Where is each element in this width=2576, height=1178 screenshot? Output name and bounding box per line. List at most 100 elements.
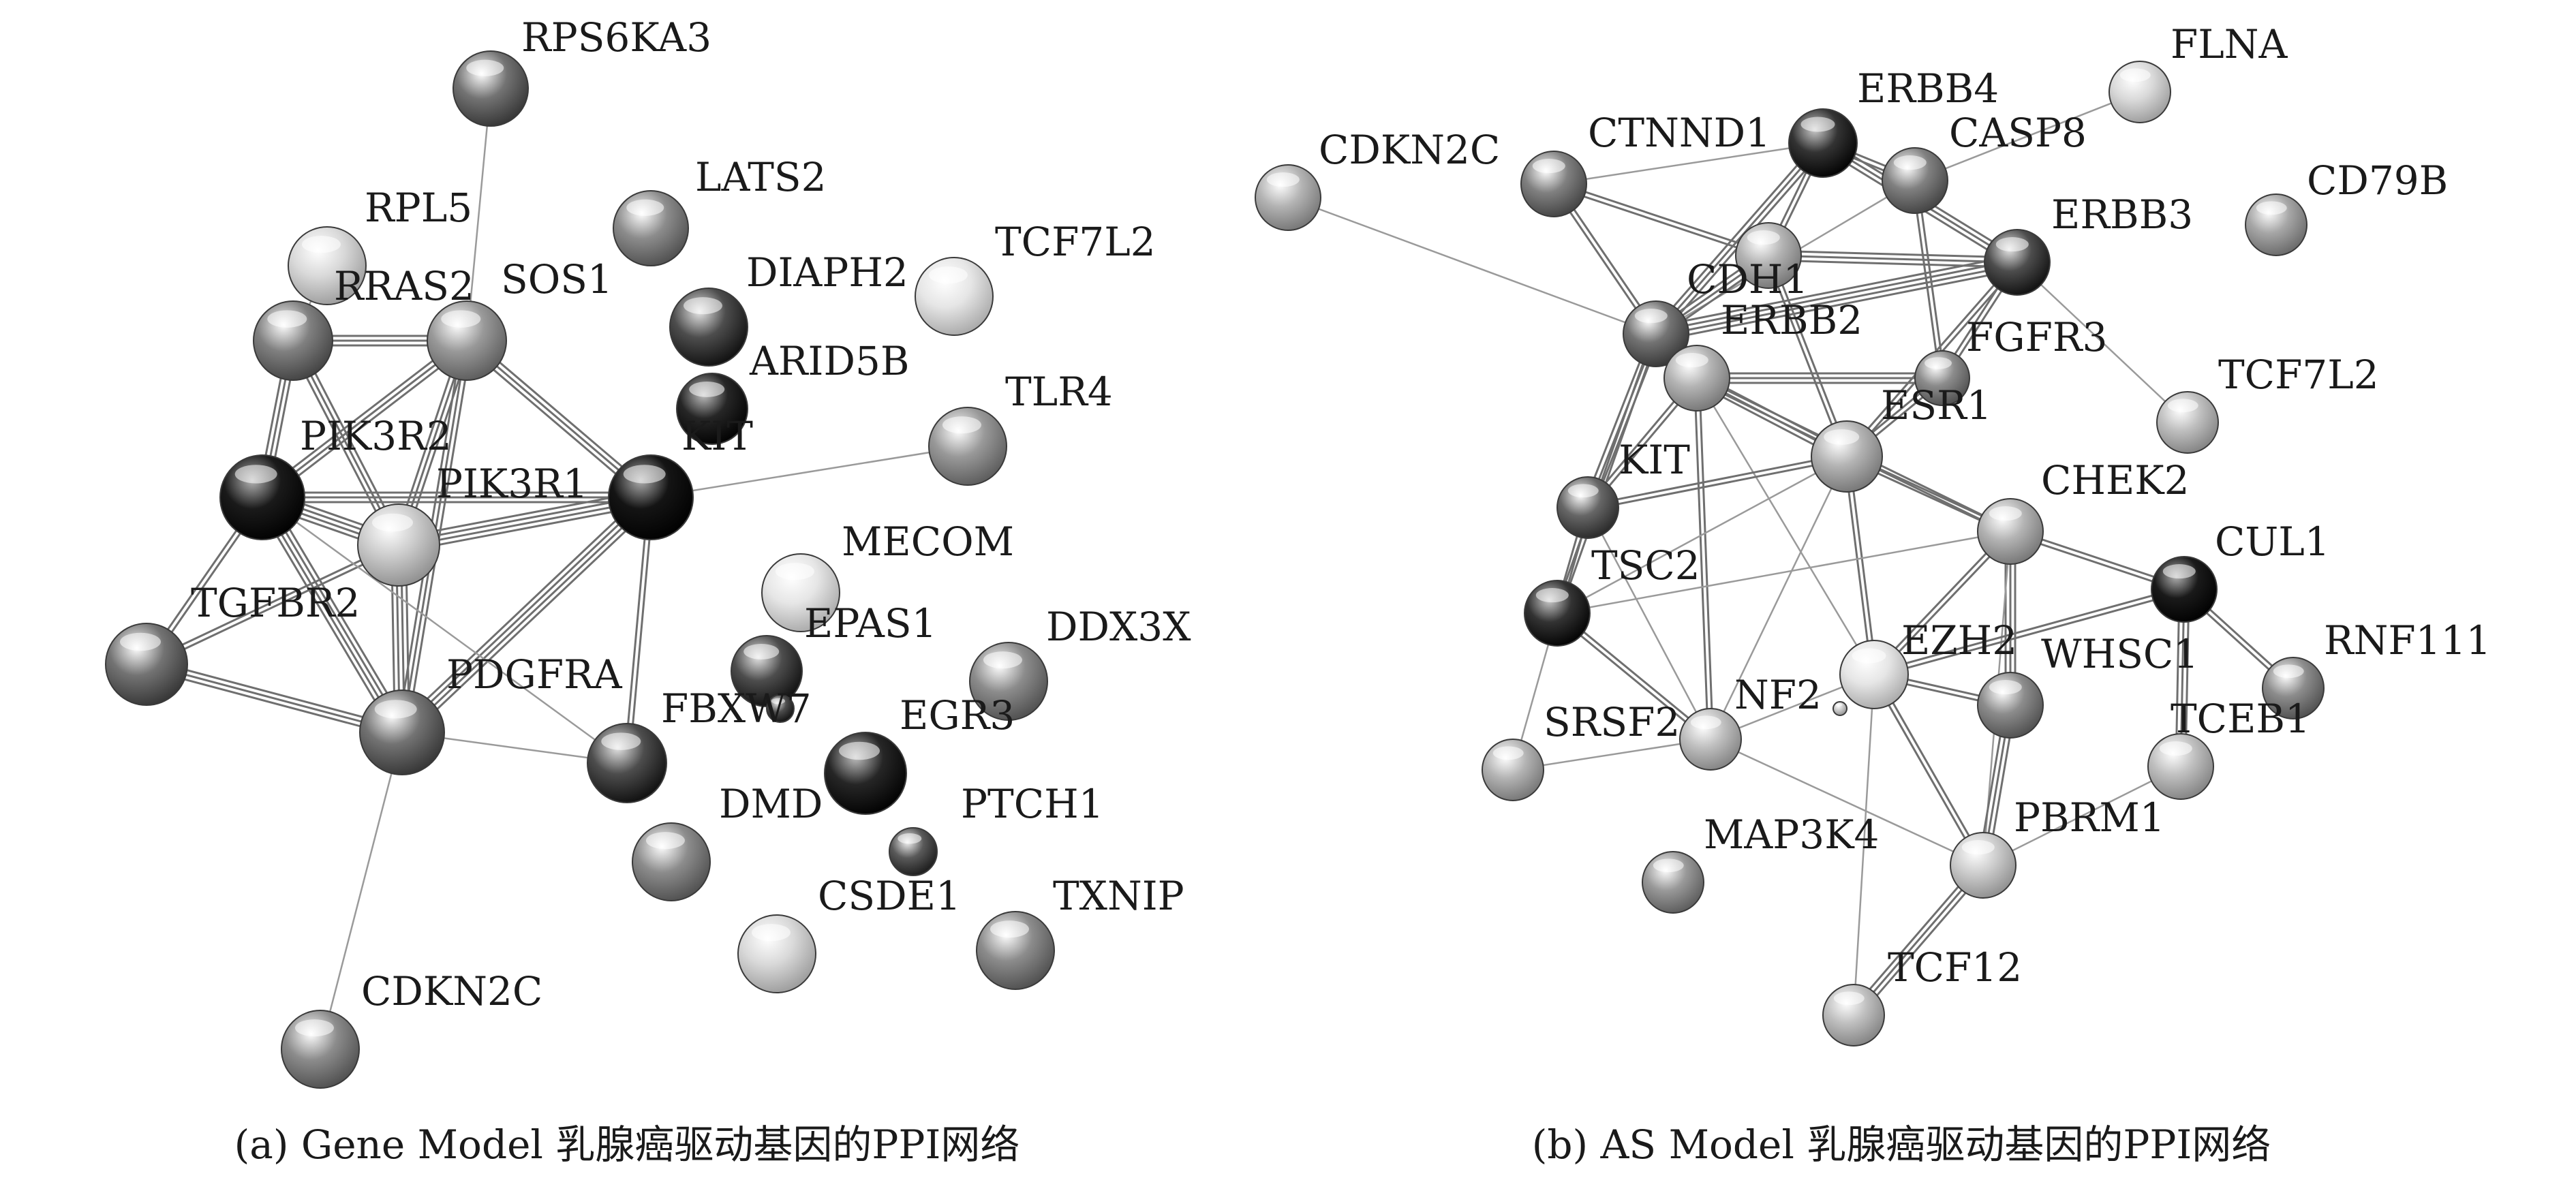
- node-highlight: [942, 416, 981, 434]
- edge-ERBB2b-NF2b: [1693, 377, 1710, 741]
- node-highlight: [2273, 664, 2304, 679]
- edge-TGFBR2-PDGFRA: [144, 668, 402, 739]
- node-label-FGFR3: FGFR3: [1966, 314, 2107, 360]
- node-label-EPAS1: EPAS1: [804, 600, 937, 647]
- edge-PDGFRA-CDKN2C: [319, 731, 403, 1051]
- node-highlight: [1835, 703, 1843, 707]
- node-highlight: [2162, 564, 2196, 579]
- node-highlight: [1852, 648, 1886, 664]
- edge-CDKN2C-ERBB2: [1287, 196, 1657, 335]
- node-label-CUL1: CUL1: [2215, 518, 2330, 565]
- edge-SOS1-PIK3R2: [261, 339, 468, 499]
- edge-KIT-PDGFRA: [402, 498, 654, 736]
- edge-EZH2-TCF12: [1852, 673, 1875, 1017]
- node-label-CDH1: CDH1: [1687, 256, 1808, 303]
- node-label-PIK3R2: PIK3R2: [300, 413, 452, 459]
- node-highlight: [983, 651, 1022, 669]
- node-label-EZH2: EZH2: [1901, 617, 2017, 664]
- node-highlight: [689, 381, 725, 397]
- node-label-KIT: KIT: [1619, 437, 1690, 483]
- node-label-ERBB2: ERBB2: [1721, 297, 1862, 343]
- node-highlight: [374, 700, 417, 719]
- edge-TGFBR2-PDGFRA: [145, 663, 403, 734]
- edge-ERBB3-ERBB2: [1653, 254, 2017, 328]
- edge-KIT-NF2b: [1586, 506, 1712, 741]
- node-highlight: [839, 741, 880, 760]
- edge-KIT-PDGFRA: [405, 501, 657, 739]
- edge-CHEK2-TSC2: [1556, 530, 2012, 615]
- node-highlight: [1893, 155, 1927, 170]
- edge-ERBB3-CDH1: [1767, 249, 2019, 259]
- node-label-KIT: KIT: [681, 413, 753, 459]
- edge-ERBB3-ERBB2: [1656, 268, 2020, 342]
- node-highlight: [2256, 201, 2287, 215]
- node-label-PBRM1: PBRM1: [2014, 794, 2165, 841]
- node-label-RNF111: RNF111: [2324, 617, 2491, 664]
- edge-NF2b-PBRM1: [1709, 738, 1984, 867]
- edge-ESR1-TSC2: [1556, 455, 1848, 615]
- edge-ERBB4-ERBB2: [1655, 142, 1824, 335]
- node-highlight: [120, 632, 161, 651]
- edge-NF2b-SRSF2: [1512, 738, 1712, 771]
- node-highlight: [1995, 237, 2029, 252]
- node-highlight: [623, 465, 666, 484]
- edge-CTNND1-CDH1: [1552, 185, 1769, 259]
- node-highlight: [601, 732, 641, 750]
- node-highlight: [1925, 357, 1952, 369]
- edge-ESR1-KIT: [1586, 453, 1847, 507]
- node-highlight: [1747, 230, 1780, 245]
- edge-PBRM1-TCEB1: [1982, 765, 2182, 867]
- node-label-MECOM: MECOM: [842, 518, 1014, 565]
- nodes-as-model: [1255, 61, 2325, 1047]
- node-label-TCF7L2: TCF7L2: [2218, 352, 2379, 398]
- node-highlight: [1989, 506, 2022, 521]
- node-label-TCF12: TCF12: [1888, 944, 2022, 991]
- edge-PIK3R2-PDGFRA: [267, 493, 410, 730]
- node-highlight: [1653, 858, 1684, 873]
- node-label-TGFBR2: TGFBR2: [191, 580, 360, 626]
- node-highlight: [1492, 746, 1524, 760]
- node-label-RPS6KA3: RPS6KA3: [521, 14, 711, 61]
- node-highlight: [2159, 741, 2192, 756]
- edge-CTNND1-ERBB4: [1552, 142, 1824, 185]
- node-label-PTCH1: PTCH1: [961, 781, 1104, 827]
- node-highlight: [1266, 172, 1300, 187]
- node-highlight: [372, 513, 413, 532]
- edge-PIK3R2-FBXW7b: [261, 496, 628, 764]
- edge-PIK3R1-TGFBR2: [144, 542, 399, 664]
- node-highlight: [928, 266, 968, 284]
- node-highlight: [1824, 429, 1860, 445]
- node-label-CDKN2C: CDKN2C: [1319, 127, 1500, 173]
- edge-PIK3R2-PDGFRA: [255, 499, 397, 737]
- node-label-DMD: DMD: [719, 781, 823, 827]
- node-label-DDX3X: DDX3X: [1046, 604, 1191, 650]
- node-highlight: [1535, 588, 1569, 603]
- edge-ERBB2-TSC2: [1554, 332, 1655, 614]
- node-highlight: [466, 59, 504, 76]
- node-highlight: [751, 924, 791, 942]
- node-label-FLNA: FLNA: [2171, 21, 2288, 67]
- edge-ERBB2b-EZH2: [1696, 377, 1875, 676]
- node-highlight: [1532, 159, 1565, 174]
- node-highlight: [1675, 353, 1708, 368]
- node-label-TLR4: TLR4: [1005, 369, 1113, 415]
- edge-KIT-PDGFRA: [399, 494, 651, 732]
- node-label-MAP3K4: MAP3K4: [1704, 811, 1879, 858]
- node-highlight: [626, 199, 664, 216]
- node-label-TSC2: TSC2: [1591, 542, 1700, 589]
- edge-CTNND1-CDH1: [1553, 181, 1770, 255]
- node-label-WHSC1: WHSC1: [2041, 631, 2198, 677]
- node-label-CD79B: CD79B: [2307, 157, 2448, 204]
- node-label-CTNND1: CTNND1: [1588, 110, 1770, 156]
- node-label-EGR3: EGR3: [900, 692, 1015, 739]
- edge-KIT-FBXW7b: [624, 496, 650, 764]
- edge-EZH2-PBRM1: [1871, 675, 1982, 868]
- node-highlight: [2119, 68, 2151, 82]
- node-label-RPL5: RPL5: [365, 185, 472, 231]
- nodes-gene-model: [105, 50, 1055, 1089]
- edge-RPS6KA3-SOS1: [465, 87, 492, 342]
- node-label-ERBB3: ERBB3: [2051, 191, 2193, 238]
- edge-CUL1-EZH2: [1872, 586, 2185, 674]
- edge-PIK3R1-KIT: [396, 489, 651, 540]
